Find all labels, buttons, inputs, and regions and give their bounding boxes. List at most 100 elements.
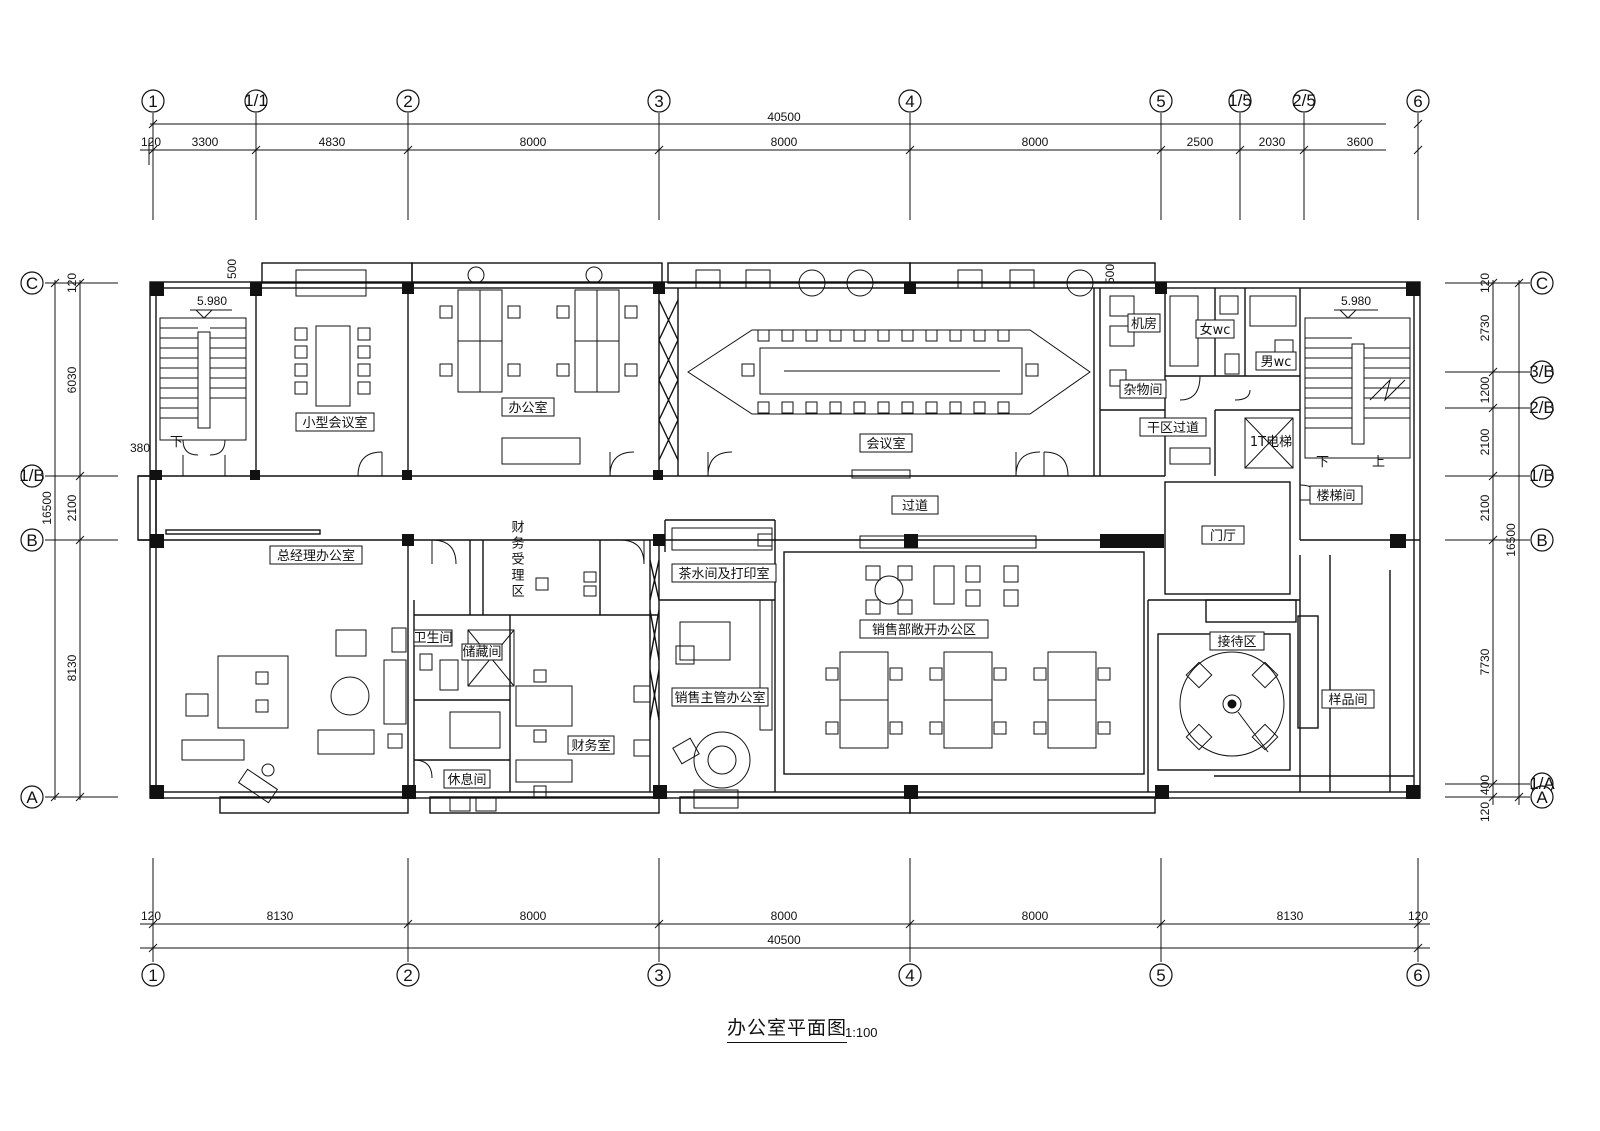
grid-label-bottom-6: 6 [1413, 966, 1422, 985]
grid-label-bottom-2: 2 [403, 966, 412, 985]
level-left: 5.980 [197, 294, 227, 308]
small-dim-left: 500 [225, 259, 239, 279]
grid-label-right-1a: 1/A [1529, 774, 1555, 793]
small-dim-right: 500 [1103, 264, 1117, 284]
room-wc-small: 卫生间 [413, 631, 452, 646]
left-dim-3: 8130 [65, 654, 79, 681]
grid-label-left-a: A [26, 788, 38, 807]
room-sales-manager: 销售主管办公室 [674, 690, 765, 706]
room-stair: 楼梯间 [1316, 489, 1355, 504]
top-dim-6: 2500 [1187, 135, 1214, 149]
right-dim-5: 7730 [1478, 648, 1492, 675]
reception-furniture [1179, 651, 1285, 757]
right-dim-7: 120 [1478, 802, 1492, 822]
room-finance: 财务室 [571, 738, 610, 754]
room-tea-print: 茶水间及打印室 [678, 566, 769, 582]
grid-bubbles [20, 89, 1554, 987]
right-dim-3: 2100 [1478, 428, 1492, 455]
left-dim-0: 120 [65, 273, 79, 293]
level-right: 5.980 [1341, 294, 1371, 308]
room-female-wc: 女wc [1200, 322, 1231, 338]
grid-label-left-c: C [26, 274, 38, 293]
grid-label-top-3: 3 [654, 92, 663, 111]
room-small-meeting: 小型会议室 [302, 415, 367, 431]
drawing-title-block: 办公室平面图 1:100 [727, 1013, 887, 1053]
top-dimension-lines [140, 113, 1423, 220]
left-dim-small: 380 [130, 441, 150, 455]
room-male-wc: 男wc [1261, 355, 1292, 370]
right-dim-1: 2730 [1478, 314, 1492, 341]
top-dim-total: 40500 [767, 110, 801, 124]
grid-label-top-4: 4 [905, 92, 914, 111]
stair-mark-right-up: 上 [1372, 455, 1385, 470]
bottom-dim-2: 8000 [520, 909, 547, 923]
top-dim-2: 4830 [319, 135, 346, 149]
room-machine: 机房 [1131, 316, 1157, 332]
room-elevator: 1T电梯 [1250, 435, 1292, 450]
stair-mark-right-down: 下 [1316, 455, 1329, 470]
level-marks [190, 309, 1378, 319]
right-dim-0: 120 [1478, 273, 1492, 293]
grid-label-right-c: C [1536, 274, 1548, 293]
columns [150, 282, 1420, 799]
grid-label-left-1b: 1/B [19, 466, 45, 485]
room-sales-open: 销售部敞开办公区 [872, 622, 976, 638]
grid-label-bottom-5: 5 [1156, 966, 1165, 985]
right-dim-6: 400 [1478, 775, 1492, 795]
grid-label-bottom-1: 1 [148, 966, 157, 985]
grid-label-right-a: A [1536, 788, 1548, 807]
meeting-furniture [687, 269, 1094, 479]
room-dry-corridor: 干区过道 [1147, 421, 1199, 436]
left-dim-total: 16500 [40, 491, 54, 525]
grid-label-top-1-5: 1/5 [1228, 91, 1252, 110]
right-dim-total: 16500 [1504, 523, 1518, 557]
top-dim-4: 8000 [771, 135, 798, 149]
top-dim-8: 3600 [1347, 135, 1374, 149]
left-dim-1: 6030 [65, 366, 79, 393]
elevator [1244, 417, 1294, 469]
grid-label-right-3b: 3/B [1529, 362, 1555, 381]
stair-mark-left: 下 [170, 435, 183, 450]
room-meeting: 会议室 [866, 436, 905, 452]
top-dim-3: 8000 [520, 135, 547, 149]
room-storeroom: 储藏间 [462, 645, 501, 660]
room-corridor: 过道 [902, 499, 928, 514]
top-dim-0: 120 [141, 135, 161, 149]
right-dimension-lines [1445, 278, 1530, 805]
grid-label-top-2-5: 2/5 [1292, 91, 1316, 110]
grid-label-right-1b: 1/B [1529, 466, 1555, 485]
grid-label-right-2b: 2/B [1529, 398, 1555, 417]
grid-label-top-2: 2 [403, 92, 412, 111]
room-storage: 杂物间 [1123, 383, 1162, 398]
bottom-dimension-lines [140, 858, 1430, 962]
grid-label-right-b: B [1536, 531, 1547, 550]
room-office: 办公室 [508, 400, 547, 416]
left-dimension-lines [45, 278, 118, 802]
grid-label-left-b: B [26, 531, 37, 550]
office-furniture [439, 266, 638, 465]
right-dim-4: 2100 [1478, 494, 1492, 521]
bottom-dim-6: 120 [1408, 909, 1428, 923]
gm-office-furniture [181, 627, 407, 804]
room-lobby: 门厅 [1210, 529, 1236, 544]
grid-label-top-1-1: 1/1 [244, 91, 268, 110]
top-dim-7: 2030 [1259, 135, 1286, 149]
room-reception: 接待区 [1217, 634, 1256, 650]
bottom-dim-total: 40500 [767, 933, 801, 947]
room-gm-office: 总经理办公室 [277, 548, 355, 564]
room-rest: 休息间 [447, 772, 486, 788]
doors [357, 375, 1251, 779]
grid-label-top-6: 6 [1413, 92, 1422, 111]
left-dim-2: 2100 [65, 494, 79, 521]
room-finance-reception: 财务受理区 [509, 520, 525, 600]
bottom-dim-0: 120 [141, 909, 161, 923]
bottom-dim-3: 8000 [771, 909, 798, 923]
sales-manager-furniture [671, 527, 773, 809]
stair-right [1299, 317, 1411, 501]
right-dim-2: 1200 [1478, 376, 1492, 403]
top-dim-1: 3300 [192, 135, 219, 149]
room-sample: 样品间 [1328, 693, 1367, 708]
bottom-dim-4: 8000 [1022, 909, 1049, 923]
grid-label-top-1: 1 [148, 92, 157, 111]
